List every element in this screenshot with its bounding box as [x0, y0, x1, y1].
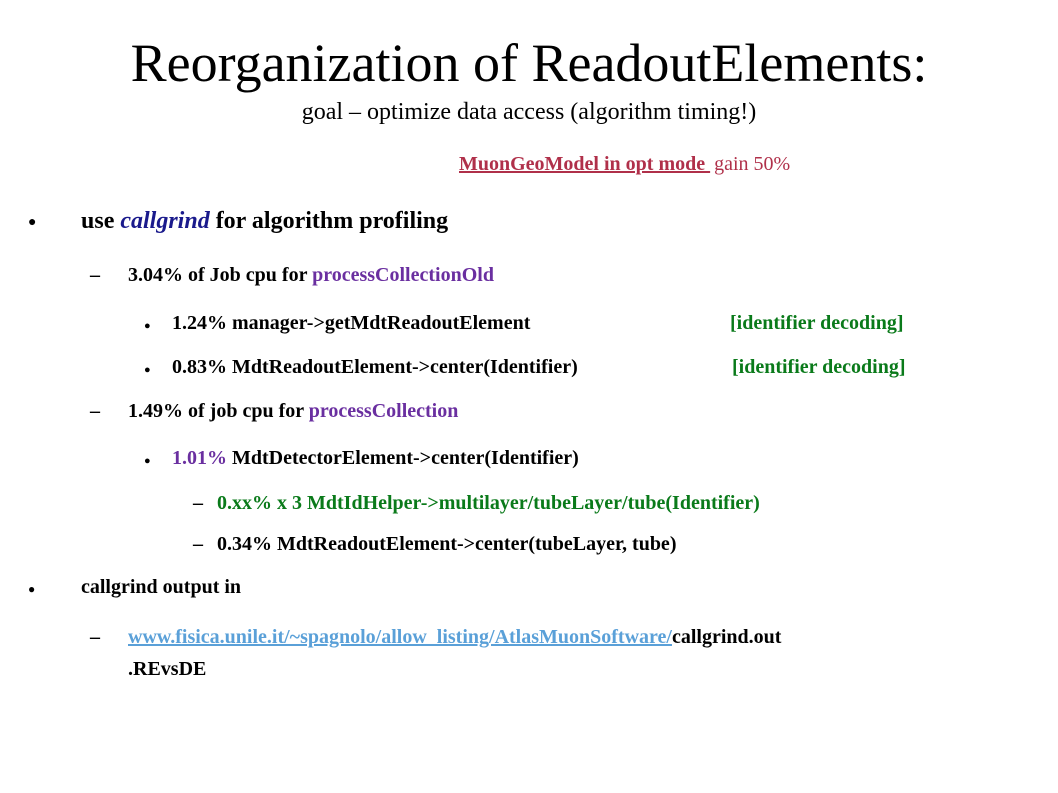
- muongeomodel-link[interactable]: MuonGeoModel in opt mode: [459, 153, 711, 175]
- job-old-prefix: 3.04% of Job cpu for: [128, 264, 313, 286]
- dash-icon: –: [90, 400, 100, 422]
- level4-tube: – 0.34% MdtReadoutElement->center(tubeLa…: [193, 531, 676, 557]
- detector-pct: 1.01%: [172, 447, 227, 469]
- tube-text: 0.34% MdtReadoutElement->center(tubeLaye…: [217, 533, 677, 555]
- highlight-line: MuonGeoModel in opt mode gain 50%: [459, 150, 790, 178]
- manager-text: 1.24% manager->getMdtReadoutElement: [172, 312, 531, 334]
- use-prefix: use: [81, 208, 121, 234]
- subitem-job-old: – 3.04% of Job cpu for processCollection…: [90, 262, 494, 288]
- bullet-icon: ●: [144, 320, 151, 332]
- subsub-center: ● 0.83% MdtReadoutElement->center(Identi…: [144, 354, 906, 383]
- slide-title: Reorganization of ReadoutElements:: [130, 33, 928, 93]
- process-collection-old: processCollectionOld: [312, 264, 494, 286]
- dash-icon: –: [90, 626, 100, 648]
- subsub-manager: ● 1.24% manager->getMdtReadoutElement [i…: [144, 310, 904, 339]
- dash-icon: –: [193, 533, 203, 555]
- bullet-text: use callgrind for algorithm profiling: [81, 206, 448, 236]
- subsub-detector: ● 1.01% MdtDetectorElement->center(Ident…: [144, 445, 579, 474]
- center-text: 0.83% MdtReadoutElement->center(Identifi…: [172, 356, 578, 378]
- dash-icon: –: [90, 264, 100, 286]
- bullet-icon: ●: [144, 364, 151, 376]
- bullet-output: ● callgrind output in: [28, 574, 241, 602]
- output-file-cont: .REvsDE: [128, 658, 207, 680]
- bullet-icon: ●: [28, 215, 37, 230]
- process-collection: processCollection: [308, 400, 459, 422]
- center-tag: [identifier decoding]: [732, 356, 906, 378]
- gain-text: gain 50%: [714, 153, 791, 175]
- bullet-icon: ●: [144, 455, 151, 467]
- output-label: callgrind output in: [81, 576, 242, 598]
- bullet-icon: ●: [28, 582, 36, 596]
- job-new-text: 1.49% of job cpu for processCollection: [128, 398, 458, 424]
- slide-subtitle: goal – optimize data access (algorithm t…: [301, 99, 757, 125]
- job-new-prefix: 1.49% of job cpu for: [128, 400, 309, 422]
- job-old-text: 3.04% of Job cpu for processCollectionOl…: [128, 262, 494, 288]
- detector-rest: MdtDetectorElement->center(Identifier): [227, 447, 579, 469]
- subitem-url: – www.fisica.unile.it/~spagnolo/allow_li…: [90, 624, 781, 650]
- use-suffix: for algorithm profiling: [209, 208, 449, 234]
- level4-helper: – 0.xx% x 3 MdtIdHelper->multilayer/tube…: [193, 490, 760, 516]
- callgrind-tool: callgrind: [120, 208, 210, 234]
- manager-tag: [identifier decoding]: [730, 312, 904, 334]
- url-line: www.fisica.unile.it/~spagnolo/allow_list…: [128, 624, 781, 650]
- helper-text: 0.xx% x 3 MdtIdHelper->multilayer/tubeLa…: [217, 492, 760, 514]
- output-file: callgrind.out: [671, 626, 782, 648]
- dash-icon: –: [193, 492, 203, 514]
- subitem-job-new: – 1.49% of job cpu for processCollection: [90, 398, 458, 424]
- detector-text: 1.01% MdtDetectorElement->center(Identif…: [172, 445, 579, 471]
- output-url-link[interactable]: www.fisica.unile.it/~spagnolo/allow_list…: [128, 626, 672, 648]
